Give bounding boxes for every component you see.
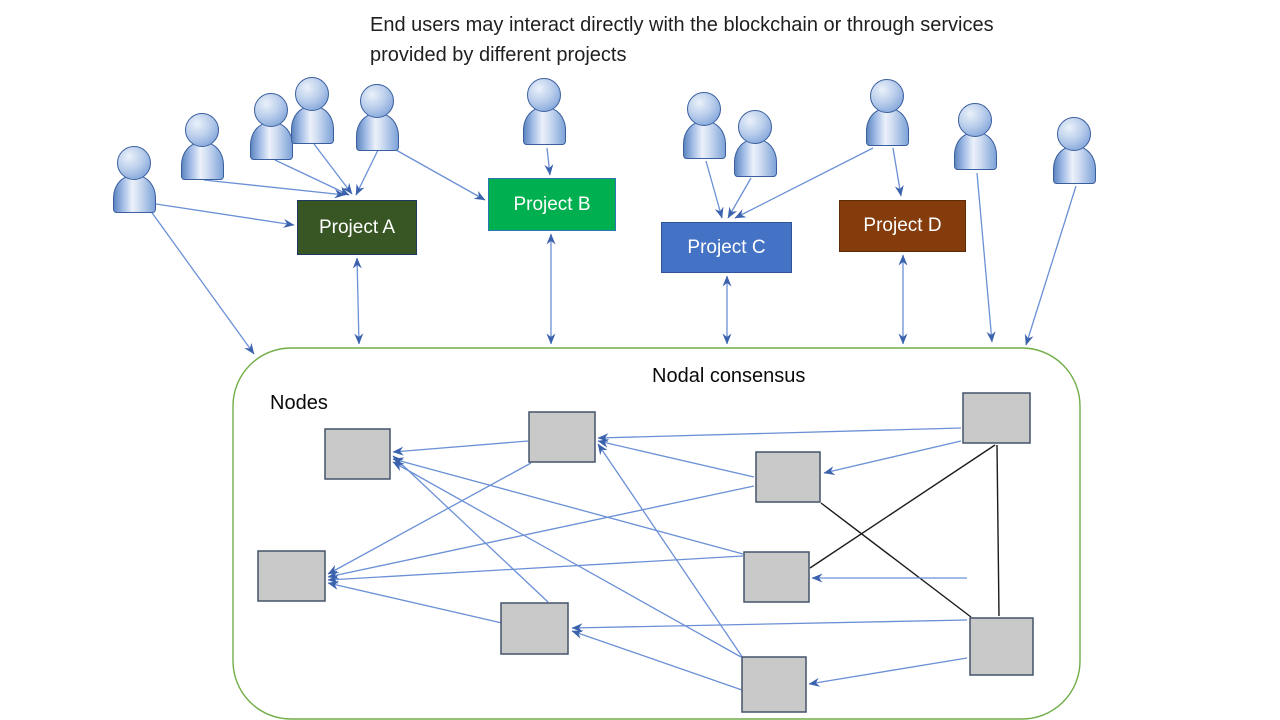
person-body xyxy=(291,106,334,144)
person-body xyxy=(734,139,777,177)
node-link-arrow xyxy=(597,427,962,443)
person-head xyxy=(1057,117,1091,151)
person-head xyxy=(527,78,561,112)
node-link-arrow xyxy=(597,438,755,478)
person-icon xyxy=(180,113,226,181)
node-link-black xyxy=(809,444,996,569)
node-link-arrow xyxy=(392,457,744,555)
person-head xyxy=(185,113,219,147)
user-arrow xyxy=(1024,185,1077,346)
node-link-arrow xyxy=(392,455,549,603)
nodes-label: Nodes xyxy=(270,392,328,414)
person-icon xyxy=(249,93,295,161)
person-body xyxy=(866,108,909,146)
person-body xyxy=(113,175,156,213)
person-icon xyxy=(953,103,999,171)
node-box xyxy=(528,411,596,463)
person-head xyxy=(687,92,721,126)
user-arrow xyxy=(355,149,379,196)
person-head xyxy=(117,146,151,180)
node-link-arrow xyxy=(327,462,532,575)
node-link-arrow xyxy=(327,555,744,584)
node-link-arrow xyxy=(327,580,503,624)
consensus-boundary xyxy=(232,347,1081,720)
user-arrow xyxy=(705,160,724,219)
project-box-a: Project A xyxy=(297,200,417,255)
person-icon xyxy=(112,146,158,214)
person-body xyxy=(683,121,726,159)
user-arrow xyxy=(274,159,350,196)
user-arrow xyxy=(544,147,554,176)
project-consensus-arrow xyxy=(352,257,364,345)
project-box-b: Project B xyxy=(488,178,616,231)
node-link-black xyxy=(996,444,1000,617)
person-body xyxy=(250,122,293,160)
person-icon xyxy=(733,110,779,178)
person-head xyxy=(295,77,329,111)
project-box-c: Project C xyxy=(661,222,792,273)
user-arrow xyxy=(892,147,904,197)
node-box xyxy=(324,428,391,480)
node-link-black xyxy=(820,502,972,618)
node-box xyxy=(755,451,821,503)
person-head xyxy=(870,79,904,113)
person-head xyxy=(254,93,288,127)
person-body xyxy=(356,113,399,151)
title-line-2: provided by different projects xyxy=(370,44,627,66)
person-body xyxy=(523,107,566,145)
node-link-arrow xyxy=(823,440,962,475)
node-link-arrow xyxy=(392,461,742,658)
node-box xyxy=(741,656,807,713)
node-link-arrow xyxy=(571,630,743,691)
user-arrow xyxy=(395,149,486,201)
person-body xyxy=(181,142,224,180)
person-icon xyxy=(865,79,911,147)
person-icon xyxy=(355,84,401,152)
node-box xyxy=(500,602,569,655)
user-arrow xyxy=(734,147,874,219)
user-arrow xyxy=(155,203,295,228)
person-icon xyxy=(522,78,568,146)
diagram-title: End users may interact directly with the… xyxy=(370,10,1080,70)
node-box xyxy=(962,392,1031,444)
person-icon xyxy=(1052,117,1098,185)
node-link-arrow xyxy=(571,619,968,633)
node-box xyxy=(257,550,326,602)
user-arrow xyxy=(976,172,996,343)
user-arrow xyxy=(313,143,353,195)
user-arrow xyxy=(149,209,255,355)
title-line-1: End users may interact directly with the… xyxy=(370,14,994,36)
person-body xyxy=(1053,146,1096,184)
node-box xyxy=(969,617,1034,676)
user-arrow xyxy=(727,177,752,219)
node-link-arrow xyxy=(327,485,755,580)
person-body xyxy=(954,132,997,170)
node-link-arrow xyxy=(597,443,744,659)
person-icon xyxy=(290,77,336,145)
person-head xyxy=(360,84,394,118)
person-head xyxy=(958,103,992,137)
node-box xyxy=(743,551,810,603)
person-head xyxy=(738,110,772,144)
nodal-consensus-label: Nodal consensus xyxy=(652,365,806,387)
user-arrow xyxy=(203,179,346,199)
project-box-d: Project D xyxy=(839,200,966,252)
node-link-arrow xyxy=(392,440,529,456)
node-link-arrow xyxy=(808,657,968,687)
person-icon xyxy=(682,92,728,160)
